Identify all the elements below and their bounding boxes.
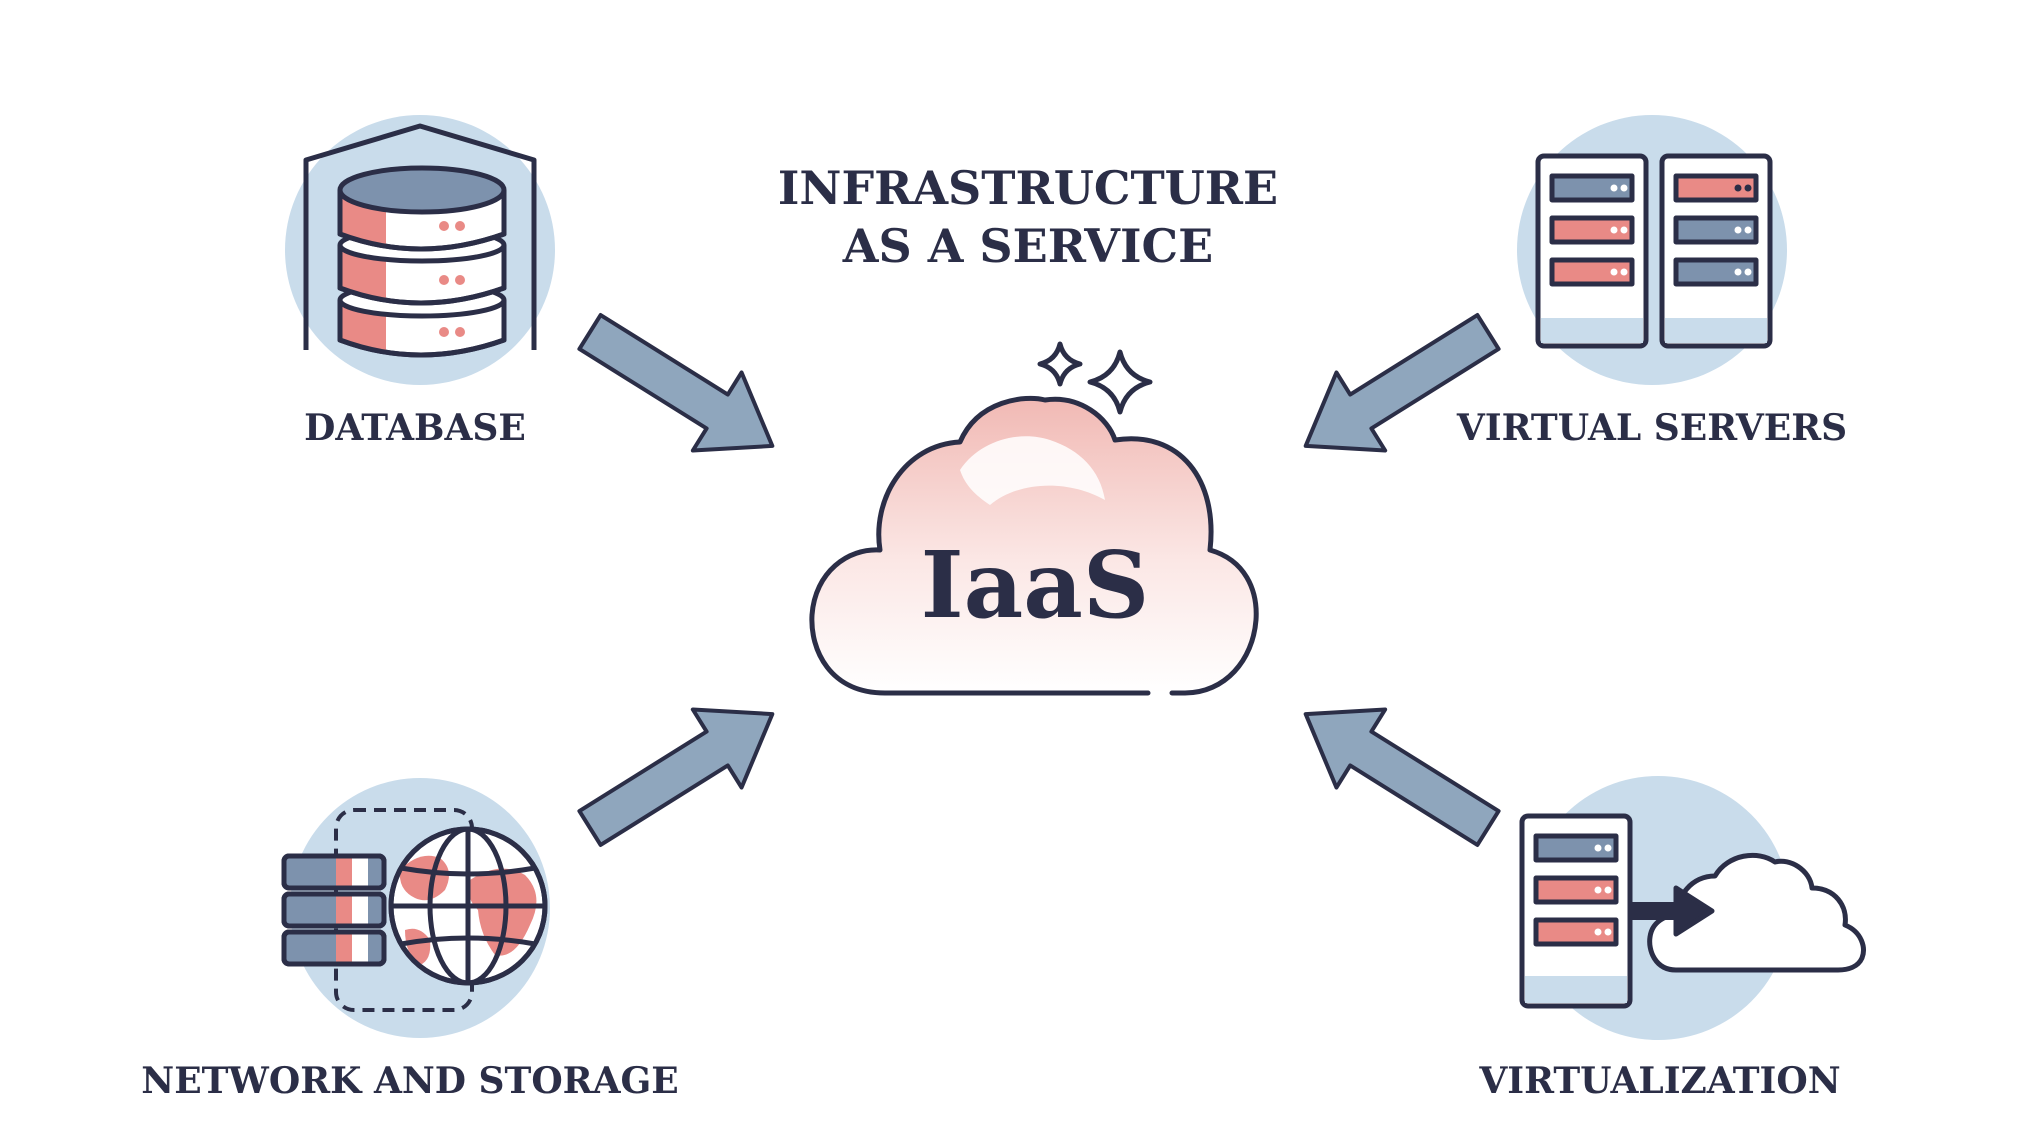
- cloud-icon: [809, 395, 1259, 696]
- server-rack-icon: [1535, 153, 1773, 349]
- arrow-virtual-servers: [1303, 313, 1501, 453]
- database-label: DATABASE: [304, 407, 526, 449]
- node-database: DATABASE: [285, 115, 555, 449]
- arrows: [577, 313, 1501, 847]
- node-virtualization: VIRTUALIZATION: [1478, 776, 1866, 1102]
- network-storage-label: NETWORK AND STORAGE: [141, 1060, 678, 1102]
- title-line-2: AS A SERVICE: [842, 219, 1213, 273]
- virtual-servers-label: VIRTUAL SERVERS: [1456, 407, 1847, 449]
- arrow-database: [577, 313, 775, 453]
- node-virtual-servers: VIRTUAL SERVERS: [1456, 115, 1847, 449]
- virtualization-label: VIRTUALIZATION: [1478, 1060, 1840, 1102]
- arrow-network-storage: [577, 707, 775, 847]
- node-network-storage: NETWORK AND STORAGE: [141, 778, 679, 1102]
- server-to-cloud-icon: [1519, 813, 1866, 1009]
- title-line-1: INFRASTRUCTURE: [778, 161, 1278, 215]
- globe-network-icon: [281, 808, 548, 1012]
- center-cloud: IaaS: [809, 341, 1259, 696]
- diagram-title: INFRASTRUCTURE AS A SERVICE: [778, 161, 1278, 273]
- database-icon: [303, 123, 537, 358]
- center-label: IaaS: [921, 531, 1150, 639]
- arrow-virtualization: [1303, 707, 1501, 847]
- sparkle-icon: [1037, 341, 1153, 415]
